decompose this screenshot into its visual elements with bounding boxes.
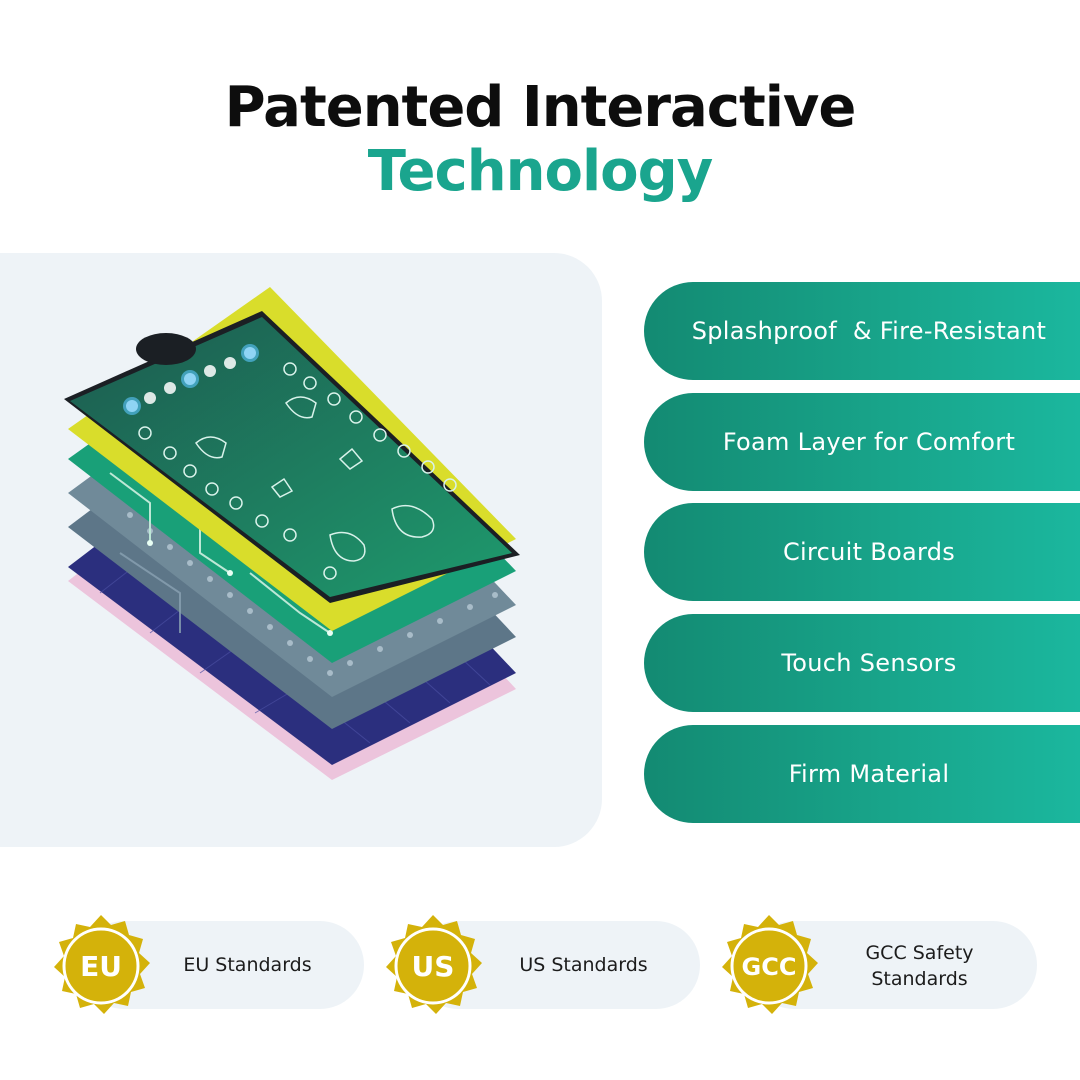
- feature-splashproof: Splashproof & Fire-Resistant: [644, 282, 1080, 380]
- gcc-label-line-1: GCC Safety: [865, 942, 974, 964]
- headline-line-2: Technology: [367, 139, 713, 204]
- gcc-seal-icon: GCC: [722, 915, 818, 1014]
- feature-foam-layer: Foam Layer for Comfort: [644, 393, 1080, 491]
- feature-circuit-boards: Circuit Boards: [644, 503, 1080, 601]
- exploded-layers-graphic: [64, 287, 520, 780]
- us-seal-icon: US: [386, 915, 482, 1014]
- us-standards-label: US Standards: [519, 954, 648, 976]
- layered-mat-illustration: [0, 253, 602, 847]
- eu-seal-code: EU: [80, 950, 122, 983]
- gcc-seal-code: GCC: [742, 953, 797, 981]
- gcc-label-line-2: Standards: [871, 968, 968, 990]
- eu-standards-label: EU Standards: [183, 954, 312, 976]
- top-mat-layer: [64, 311, 520, 603]
- feature-touch-sensors: Touch Sensors: [644, 614, 1080, 712]
- headline-line-1: Patented Interactive: [224, 75, 857, 140]
- feature-firm-material: Firm Material: [644, 725, 1080, 823]
- gcc-standards-label: GCC Safety Standards: [832, 940, 1007, 992]
- us-seal-code: US: [412, 950, 455, 983]
- eu-seal-icon: EU: [54, 915, 150, 1014]
